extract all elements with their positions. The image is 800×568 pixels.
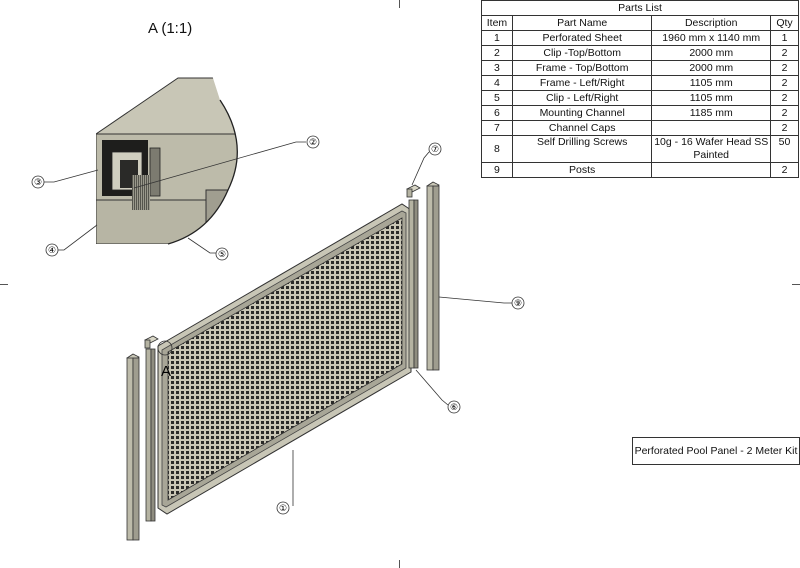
cell-item: 5 [481,90,513,106]
balloon-9-label: ⑨ [514,299,522,309]
cell-item: 2 [481,45,513,61]
balloon-5: ⑤ [215,247,229,261]
cell-item: 6 [481,105,513,121]
detail-view-title: A (1:1) [148,20,193,37]
parts-list-table: Parts List Item Part Name Description Qt… [481,0,799,178]
cell-description [651,162,772,178]
cell-part-name: Posts [511,162,653,178]
balloon-3-label: ③ [34,178,42,188]
cell-qty: 2 [770,162,799,178]
cell-part-name: Self Drilling Screws [511,135,653,163]
border-tick-top [399,0,400,8]
balloon-2: ② [306,135,320,149]
cell-qty: 50 [770,135,799,163]
border-tick-right [792,284,800,285]
cell-qty: 2 [770,120,799,136]
post-left [126,353,140,541]
mounting-channel-right [408,199,419,369]
cell-qty: 2 [770,105,799,121]
cell-description: 2000 mm [651,45,772,61]
balloon-3: ③ [31,175,45,189]
cell-description: 2000 mm [651,60,772,76]
view-marker-label: A [161,363,171,380]
cell-qty: 1 [770,30,799,46]
balloon-9: ⑨ [511,296,525,310]
cell-item: 4 [481,75,513,91]
cell-description: 1105 mm [651,75,772,91]
title-block: Perforated Pool Panel - 2 Meter Kit [632,437,800,465]
cell-item: 8 [481,135,513,163]
balloon-1-label: ① [279,504,287,514]
mounting-channel-left [145,348,156,522]
detail-view [96,77,238,245]
cell-part-name: Mounting Channel [511,105,653,121]
cell-qty: 2 [770,45,799,61]
channel-cap-left [144,335,159,349]
perforated-panel [157,203,412,515]
border-tick-left [0,284,8,285]
cell-part-name: Frame - Top/Bottom [511,60,653,76]
header-part-name: Part Name [511,15,653,31]
cell-item: 3 [481,60,513,76]
cell-qty: 2 [770,90,799,106]
cell-qty: 2 [770,75,799,91]
balloon-6: ⑥ [447,400,461,414]
header-item: Item [481,15,513,31]
view-marker-circle [157,340,173,356]
cell-item: 1 [481,30,513,46]
channel-cap-right [406,184,421,198]
cell-description: 1185 mm [651,105,772,121]
cell-qty: 2 [770,60,799,76]
leaders [44,141,512,506]
balloon-6-label: ⑥ [450,403,458,413]
cell-description: 10g - 16 Wafer Head SS Painted [651,135,772,163]
cell-part-name: Frame - Left/Right [511,75,653,91]
balloon-7-label: ⑦ [431,145,439,155]
header-description: Description [651,15,772,31]
cell-description: 1105 mm [651,90,772,106]
cell-part-name: Clip -Top/Bottom [511,45,653,61]
cell-description: 1960 mm x 1140 mm [651,30,772,46]
parts-list-header-row: Item Part Name Description Qty [481,15,799,31]
balloon-2-label: ② [309,138,317,148]
cell-part-name: Clip - Left/Right [511,90,653,106]
balloon-4-label: ④ [48,246,56,256]
parts-list-title: Parts List [481,0,799,16]
cell-description [651,120,772,136]
cell-item: 9 [481,162,513,178]
balloon-5-label: ⑤ [218,250,226,260]
cell-part-name: Perforated Sheet [511,30,653,46]
post-right [426,181,440,371]
header-qty: Qty [770,15,799,31]
balloon-7: ⑦ [428,142,442,156]
balloon-4: ④ [45,243,59,257]
balloons: ② ③ ④ ⑤ ⑦ ⑨ ⑥ ① [31,135,525,515]
cell-part-name: Channel Caps [511,120,653,136]
balloon-1: ① [276,501,290,515]
cell-item: 7 [481,120,513,136]
border-tick-bottom [399,560,400,568]
